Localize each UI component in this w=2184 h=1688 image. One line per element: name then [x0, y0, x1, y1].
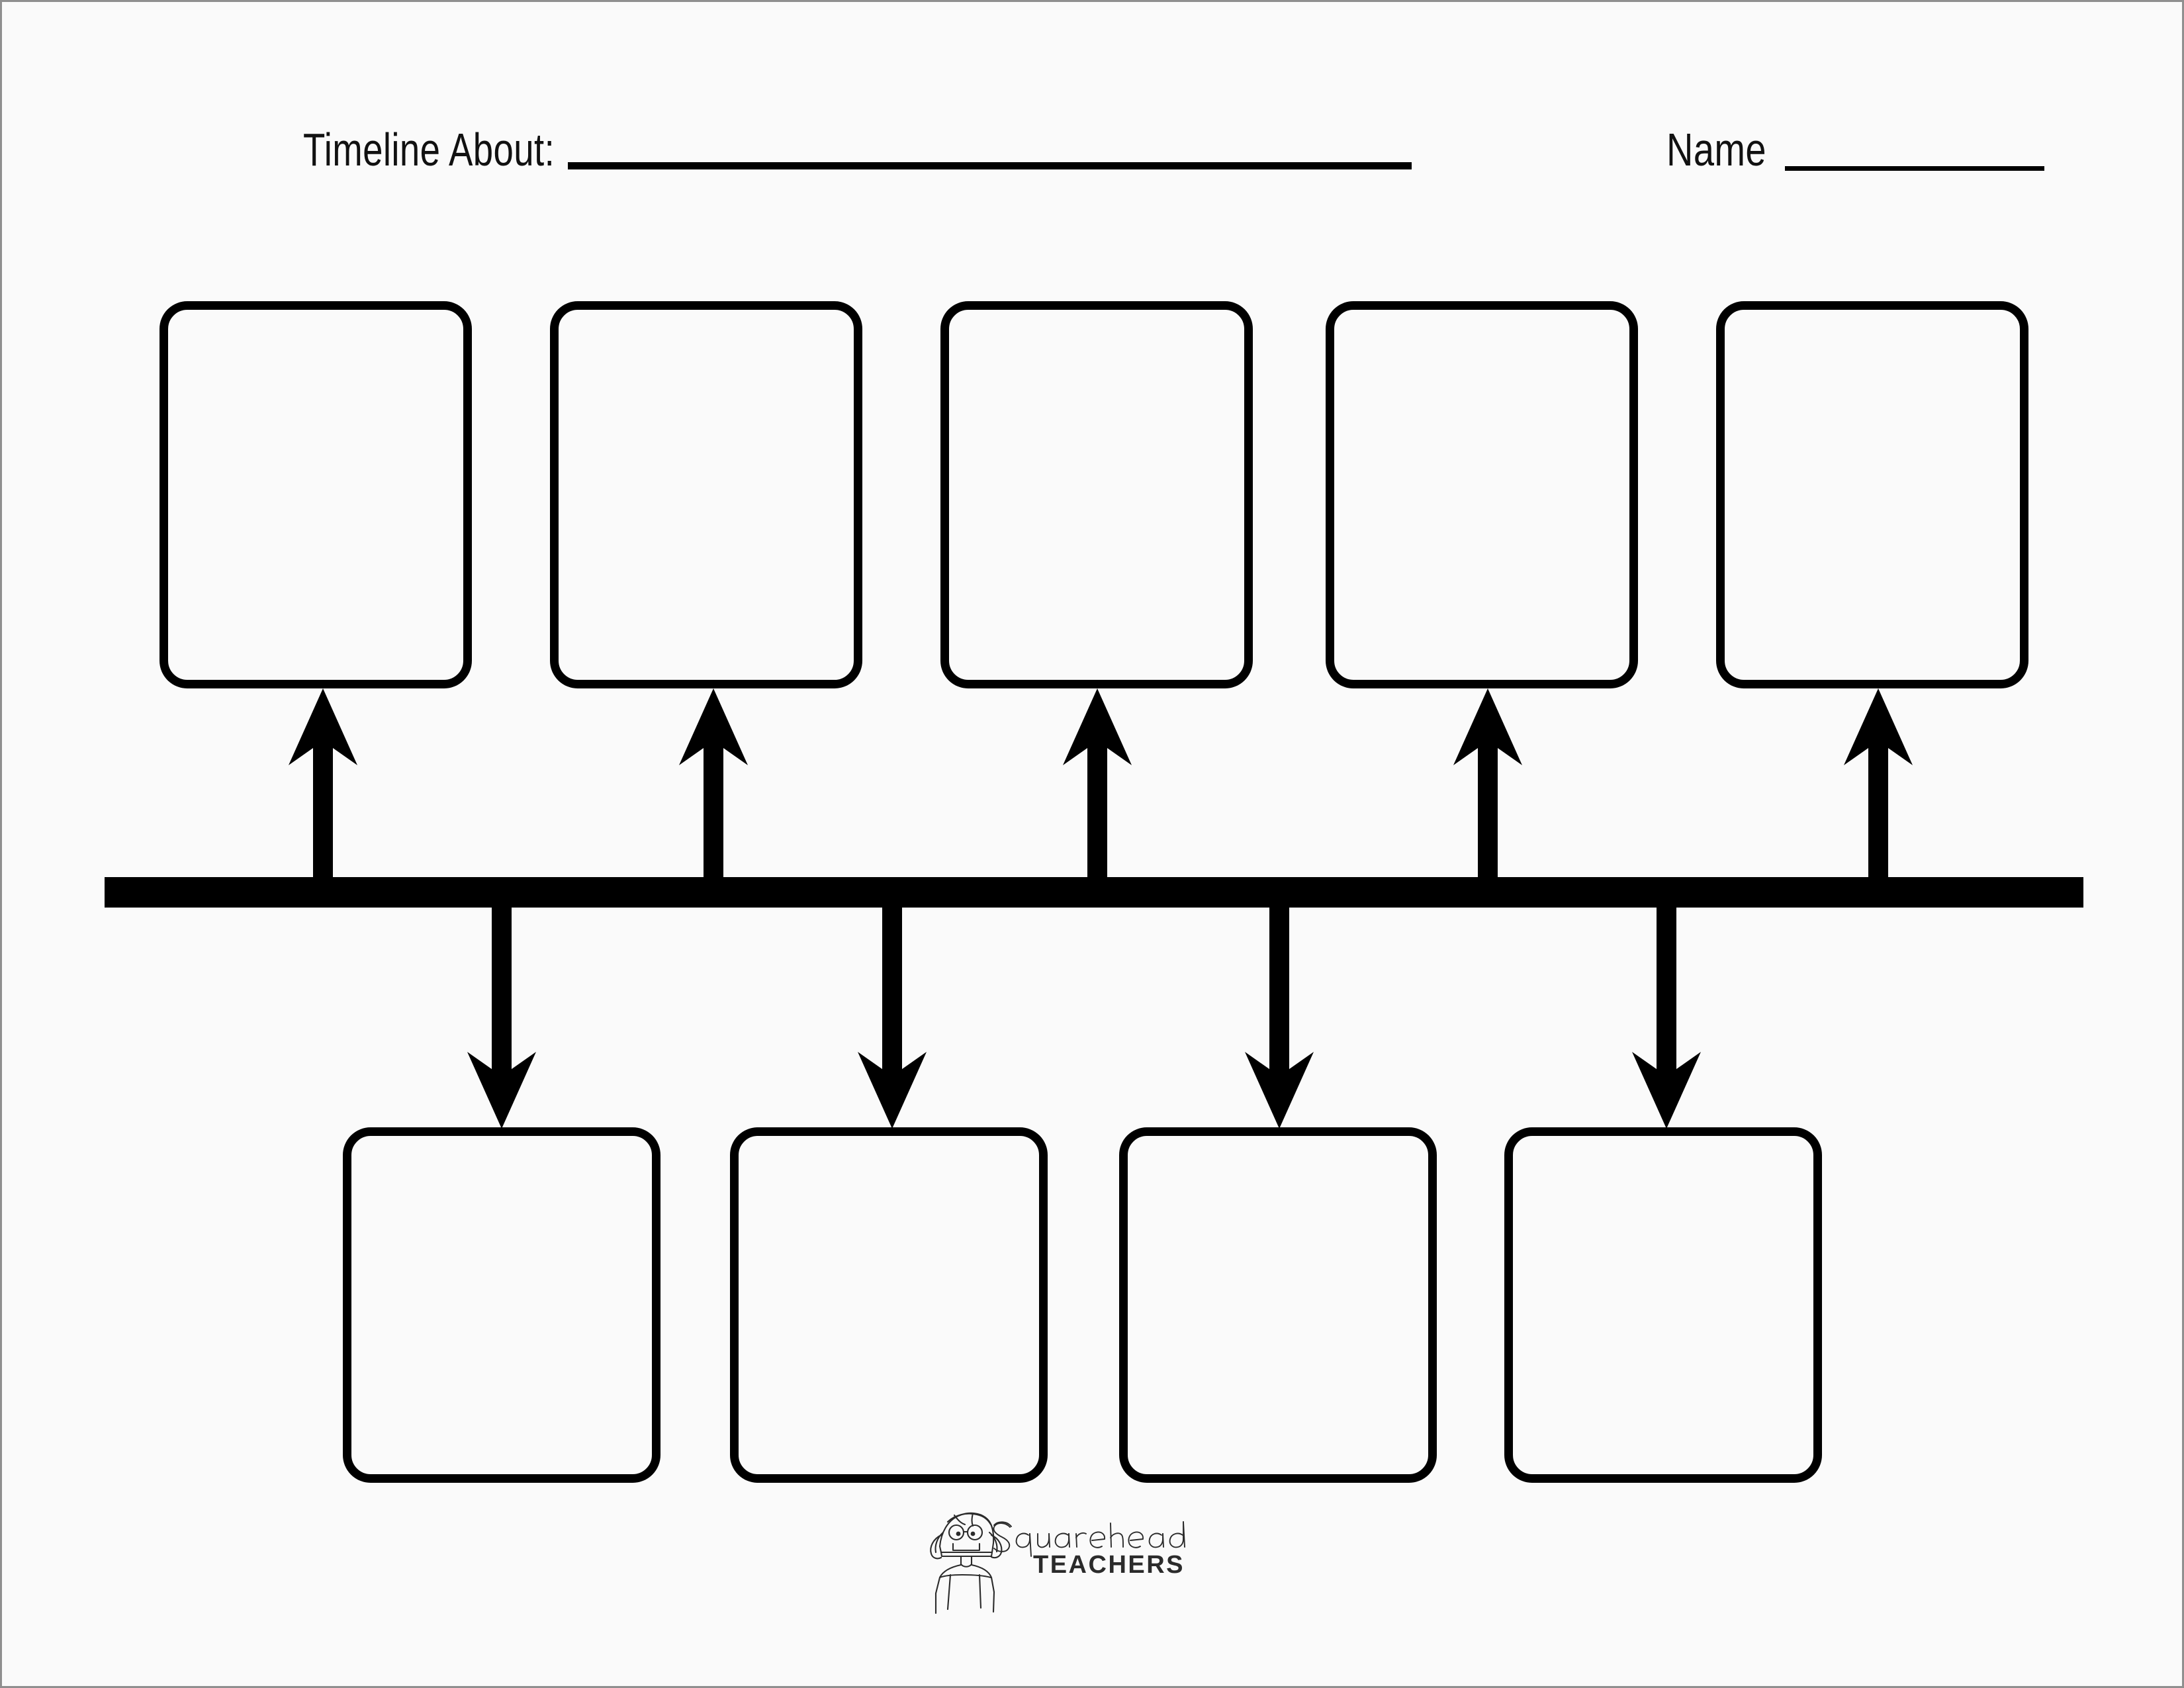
timeline-about-input-line[interactable] — [568, 162, 1412, 169]
timeline-about-label: Timeline About: — [303, 124, 555, 175]
worksheet-header: Timeline About: Name — [2, 2, 2182, 220]
bottom-event-box[interactable] — [1119, 1127, 1437, 1483]
top-event-box[interactable] — [1326, 301, 1638, 688]
timeline-up-arrow — [1063, 688, 1132, 882]
squarehead-teachers-logo: TEACHERS — [925, 1509, 1230, 1618]
timeline-up-arrow — [679, 688, 748, 882]
name-input-line[interactable] — [1785, 166, 2044, 171]
timeline-up-arrow — [1844, 688, 1913, 882]
top-event-box[interactable] — [550, 301, 862, 688]
bottom-event-box[interactable] — [343, 1127, 660, 1483]
name-label: Name — [1666, 124, 1766, 175]
top-event-box[interactable] — [159, 301, 472, 688]
timeline-down-arrow — [1245, 902, 1314, 1129]
timeline-down-arrow — [467, 902, 536, 1129]
timeline-down-arrow — [1632, 902, 1701, 1129]
top-event-box[interactable] — [940, 301, 1253, 688]
timeline-down-arrow — [858, 902, 927, 1129]
bottom-event-box[interactable] — [1504, 1127, 1822, 1483]
timeline-up-arrow — [1453, 688, 1522, 882]
top-event-box[interactable] — [1716, 301, 2028, 688]
timeline-spine — [105, 877, 2083, 908]
timeline-up-arrow — [289, 688, 357, 882]
svg-text:TEACHERS: TEACHERS — [1033, 1551, 1185, 1579]
bottom-event-box[interactable] — [730, 1127, 1048, 1483]
